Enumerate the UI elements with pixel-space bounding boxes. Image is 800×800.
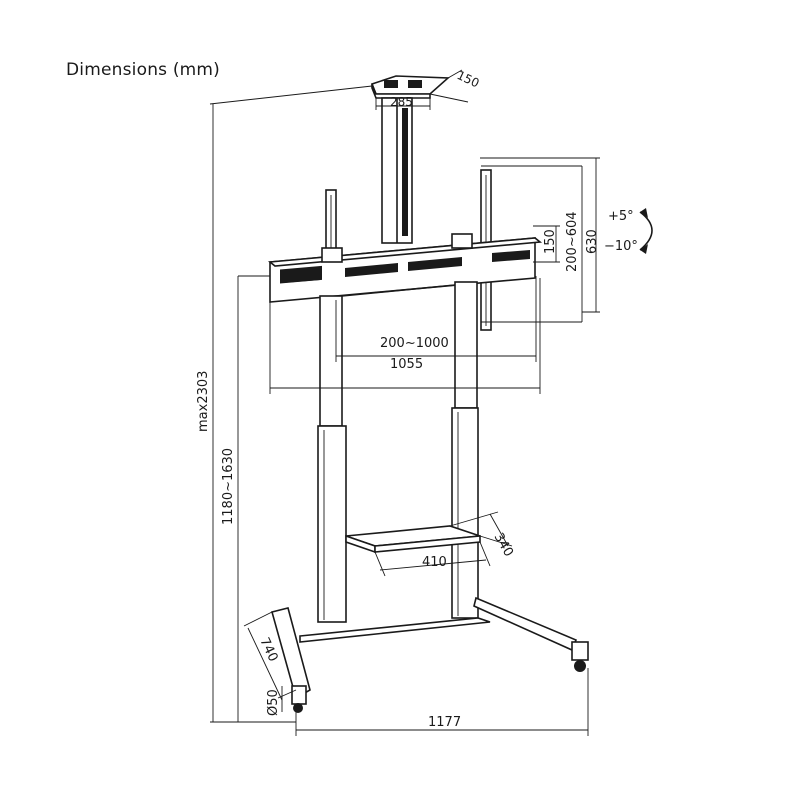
label-base-depth: 740 xyxy=(256,635,280,664)
label-pole-diameter: Ø50 xyxy=(266,689,281,716)
center-column xyxy=(381,97,413,244)
label-max-height: max2303 xyxy=(196,371,211,432)
dim-vesa-box xyxy=(480,157,600,323)
label-top-plate-depth: 150 xyxy=(455,68,482,90)
dim-top-plate xyxy=(375,69,469,110)
label-tilt-down: −10° xyxy=(604,239,638,254)
tilt-arrow-icon xyxy=(639,208,653,254)
base xyxy=(271,596,589,713)
upright-posts xyxy=(317,281,479,623)
dim-shelf xyxy=(374,511,513,577)
diagram-title: Dimensions (mm) xyxy=(66,60,221,80)
dim-heights xyxy=(209,85,373,723)
label-tilt-up: +5° xyxy=(608,209,634,224)
label-height-range: 1180~1630 xyxy=(221,448,236,525)
label-vesa-horizontal: 200~1000 xyxy=(380,336,449,351)
label-bracket-height: 630 xyxy=(585,229,600,254)
label-base-width: 1177 xyxy=(428,715,461,730)
shelf xyxy=(345,525,481,554)
label-top-plate-width: 285 xyxy=(390,95,413,109)
label-shelf-width: 410 xyxy=(422,555,447,570)
label-bracket-width: 1055 xyxy=(390,357,423,372)
label-shelf-depth: 340 xyxy=(491,531,516,560)
dim-base xyxy=(243,611,589,736)
label-arm-height: 150 xyxy=(543,229,558,254)
label-vesa-vertical: 200~604 xyxy=(565,211,580,272)
main-bracket xyxy=(267,233,543,303)
dim-widths xyxy=(269,276,541,394)
